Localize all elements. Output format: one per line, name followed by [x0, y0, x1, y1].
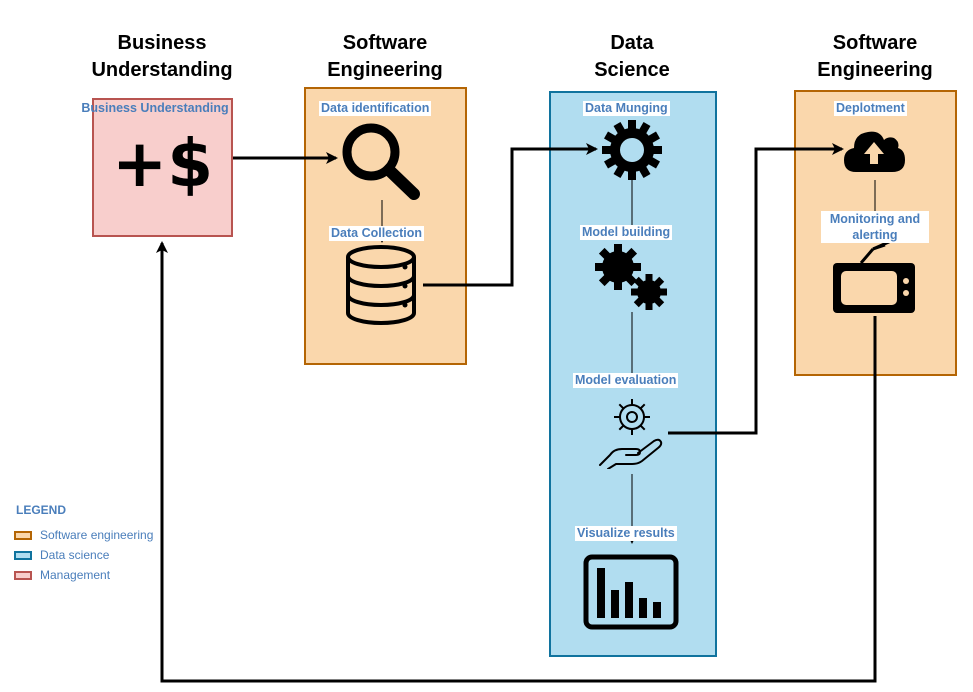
label-model-evaluation: Model evaluation [573, 373, 679, 388]
label-data-identification: Data identification [319, 101, 432, 116]
label-data-munging: Data Munging [583, 101, 670, 116]
search-icon [342, 123, 420, 200]
svg-text:+$: +$ [112, 125, 210, 200]
label-monitoring-line1: Monitoring and [829, 212, 921, 226]
label-visualize-results: Visualize results [575, 526, 677, 541]
legend-item-software-engineering: Software engineering [14, 528, 153, 542]
label-monitoring: Monitoring and alerting [821, 211, 929, 243]
business-understanding-box [92, 98, 233, 237]
stage-title-software-engineering-2: Software Engineering [817, 32, 933, 81]
label-monitoring-line2: alerting [852, 228, 898, 242]
legend-title: LEGEND [16, 503, 67, 517]
dollar-plus-icon: +$ [112, 125, 210, 200]
database-icon [346, 245, 416, 325]
tv-icon [833, 243, 915, 313]
gears-icon [595, 244, 667, 310]
legend-item-data-science: Data science [14, 548, 109, 562]
arrow-collection-to-munging [423, 143, 598, 287]
hand-gear-icon [599, 399, 663, 469]
gear-icon [602, 120, 662, 180]
label-business-understanding: Business Understanding [81, 101, 229, 115]
stage-title-software-engineering-1: Software Engineering [327, 32, 443, 81]
stage-title-business: Business Understanding [91, 32, 233, 81]
legend-swatch-software-engineering [14, 530, 32, 540]
legend-swatch-data-science [14, 550, 32, 560]
arrow-monitoring-to-business [156, 241, 877, 683]
label-model-building: Model building [580, 225, 673, 240]
label-deployment: Deplotment [834, 101, 907, 116]
cloud-upload-icon [844, 131, 905, 172]
label-data-collection: Data Collection [329, 226, 424, 241]
legend-label-software-engineering: Software engineering [40, 528, 154, 542]
legend-label-data-science: Data science [40, 548, 110, 562]
legend-label-management: Management [40, 568, 111, 582]
bar-chart-icon [583, 554, 679, 630]
legend-swatch-management [14, 570, 32, 580]
legend-item-management: Management [14, 568, 110, 582]
arrow-evaluation-to-deployment [668, 143, 844, 435]
stage-title-data-science: Data Science [594, 32, 670, 81]
